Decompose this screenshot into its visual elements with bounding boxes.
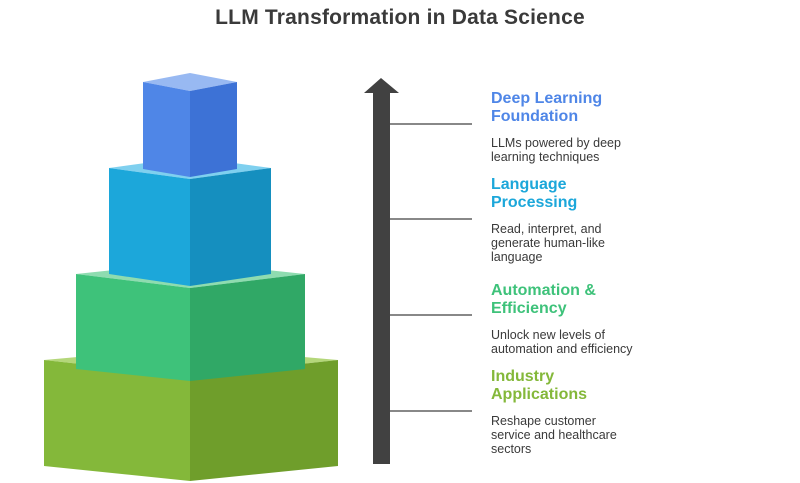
- level-deep-learning-foundation: Deep Learning Foundation LLMs powered by…: [491, 90, 771, 164]
- level-description: Read, interpret, and generate human-like…: [491, 222, 605, 264]
- level-heading: Deep Learning Foundation: [491, 90, 603, 125]
- level-language-processing: Language Processing Read, interpret, and…: [491, 176, 771, 264]
- level-description: Reshape customer service and healthcare …: [491, 414, 617, 456]
- level-description: Unlock new levels of automation and effi…: [491, 328, 633, 356]
- leader-lines: [390, 123, 472, 412]
- level-description: LLMs powered by deep learning techniques: [491, 136, 621, 164]
- level-heading: Industry Applications: [491, 368, 588, 403]
- level-industry-applications: Industry Applications Reshape customer s…: [491, 368, 771, 456]
- level-heading: Language Processing: [491, 176, 578, 211]
- block-deep-learning-foundation: [143, 73, 237, 177]
- upward-arrow: [364, 78, 399, 464]
- level-automation-efficiency: Automation & Efficiency Unlock new level…: [491, 282, 771, 356]
- level-heading: Automation & Efficiency: [491, 282, 596, 317]
- diagram-title: LLM Transformation in Data Science: [215, 6, 585, 29]
